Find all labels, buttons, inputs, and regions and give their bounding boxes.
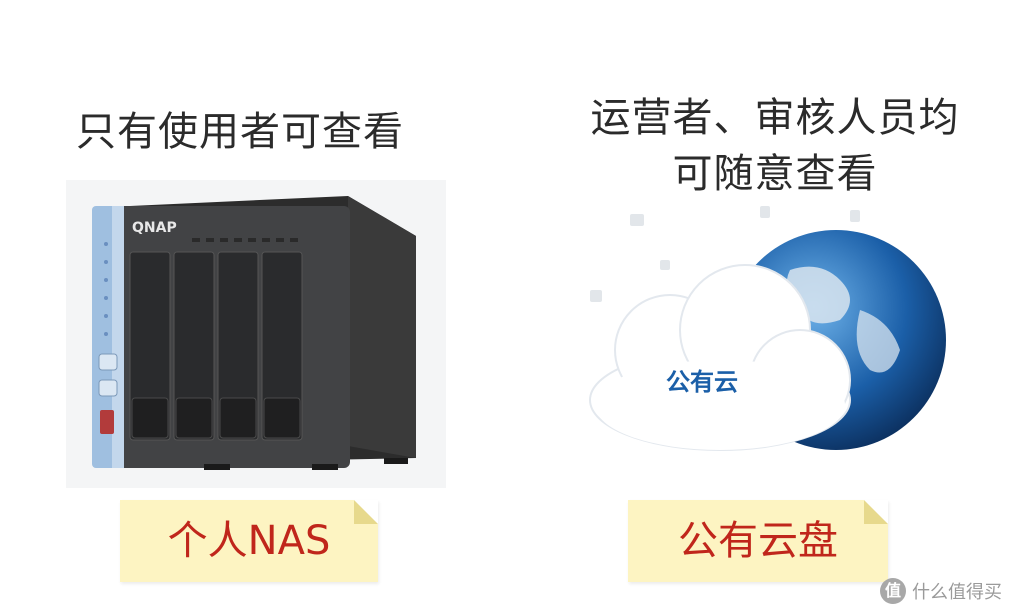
cloud-globe-illustration: 公有云: [589, 206, 946, 451]
right-heading-line2: 可随意查看: [672, 151, 878, 197]
public-cloud-image: 公有云: [570, 200, 948, 472]
left-heading: 只有使用者可查看: [76, 109, 404, 155]
right-heading-line1: 运营者、审核人员均: [590, 95, 960, 141]
nas-brand-label: QNAP: [132, 220, 177, 236]
right-heading: 运营者、审核人员均 可随意查看: [560, 90, 990, 202]
nas-note-label: 个人NAS: [120, 500, 378, 582]
watermark: 值 什么值得买: [880, 578, 1002, 604]
nas-device-illustration: QNAP: [92, 196, 416, 470]
cloud-label: 公有云: [666, 368, 738, 396]
watermark-text: 什么值得买: [912, 582, 1002, 603]
nas-device-image: QNAP: [66, 180, 446, 488]
cloud-note-label: 公有云盘: [628, 500, 888, 582]
watermark-logo-icon: 值: [880, 578, 906, 604]
